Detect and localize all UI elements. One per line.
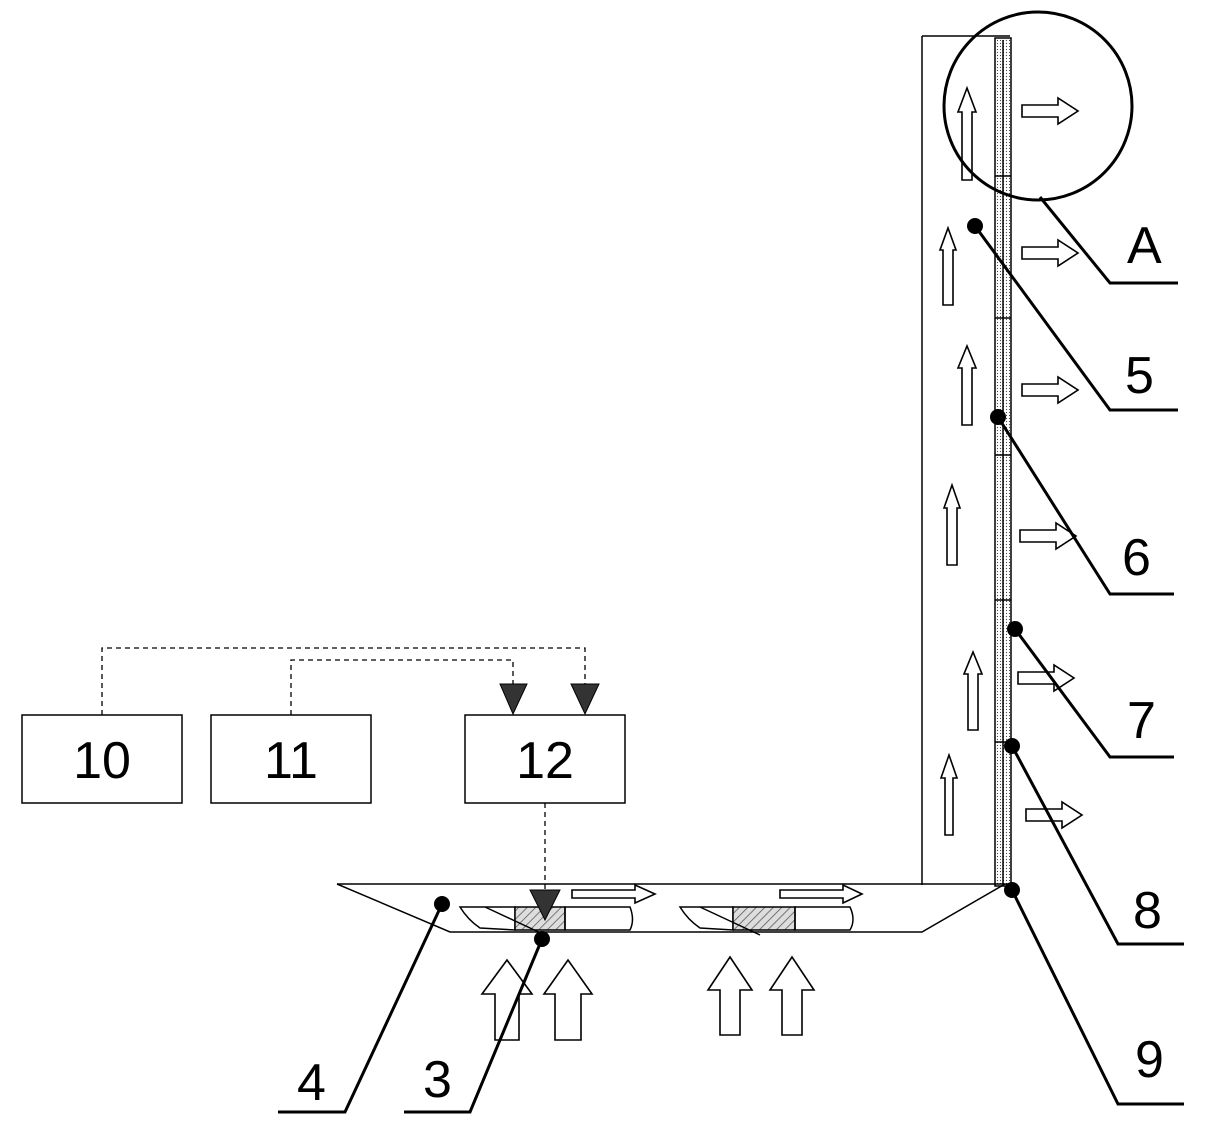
box-10-label: 10 <box>73 732 131 790</box>
horizontal-duct <box>336 883 1010 936</box>
detail-circle-a <box>942 10 1134 202</box>
outlet-unit-2 <box>678 906 854 936</box>
reference-labels: A 5 6 7 8 9 4 3 <box>297 217 1164 1112</box>
box-10: 10 <box>21 714 183 804</box>
ref-9-label: 9 <box>1135 1031 1164 1089</box>
column-flow-arrows <box>938 85 984 836</box>
signal-arrowhead <box>529 889 561 922</box>
leader-lines <box>278 196 1184 1114</box>
ref-7-label: 7 <box>1127 692 1156 750</box>
signal-arrowhead <box>499 683 528 716</box>
box-11-label: 11 <box>264 732 318 790</box>
signal-arrowhead <box>570 683 600 716</box>
box-12-label: 12 <box>516 732 574 790</box>
outlet-arrows <box>1017 96 1084 830</box>
box-12: 12 <box>464 714 626 804</box>
base-flow-arrows <box>571 883 864 905</box>
ref-8-label: 8 <box>1133 882 1162 940</box>
inlet-arrows <box>480 955 816 1041</box>
ref-3-label: 3 <box>423 1051 452 1109</box>
box-11: 11 <box>210 714 372 804</box>
ref-a-label: A <box>1127 217 1162 275</box>
vertical-duct <box>921 35 1012 887</box>
ref-6-label: 6 <box>1122 529 1151 587</box>
ref-5-label: 5 <box>1125 347 1154 405</box>
signal-lines <box>101 647 600 922</box>
ref-4-label: 4 <box>297 1054 326 1112</box>
